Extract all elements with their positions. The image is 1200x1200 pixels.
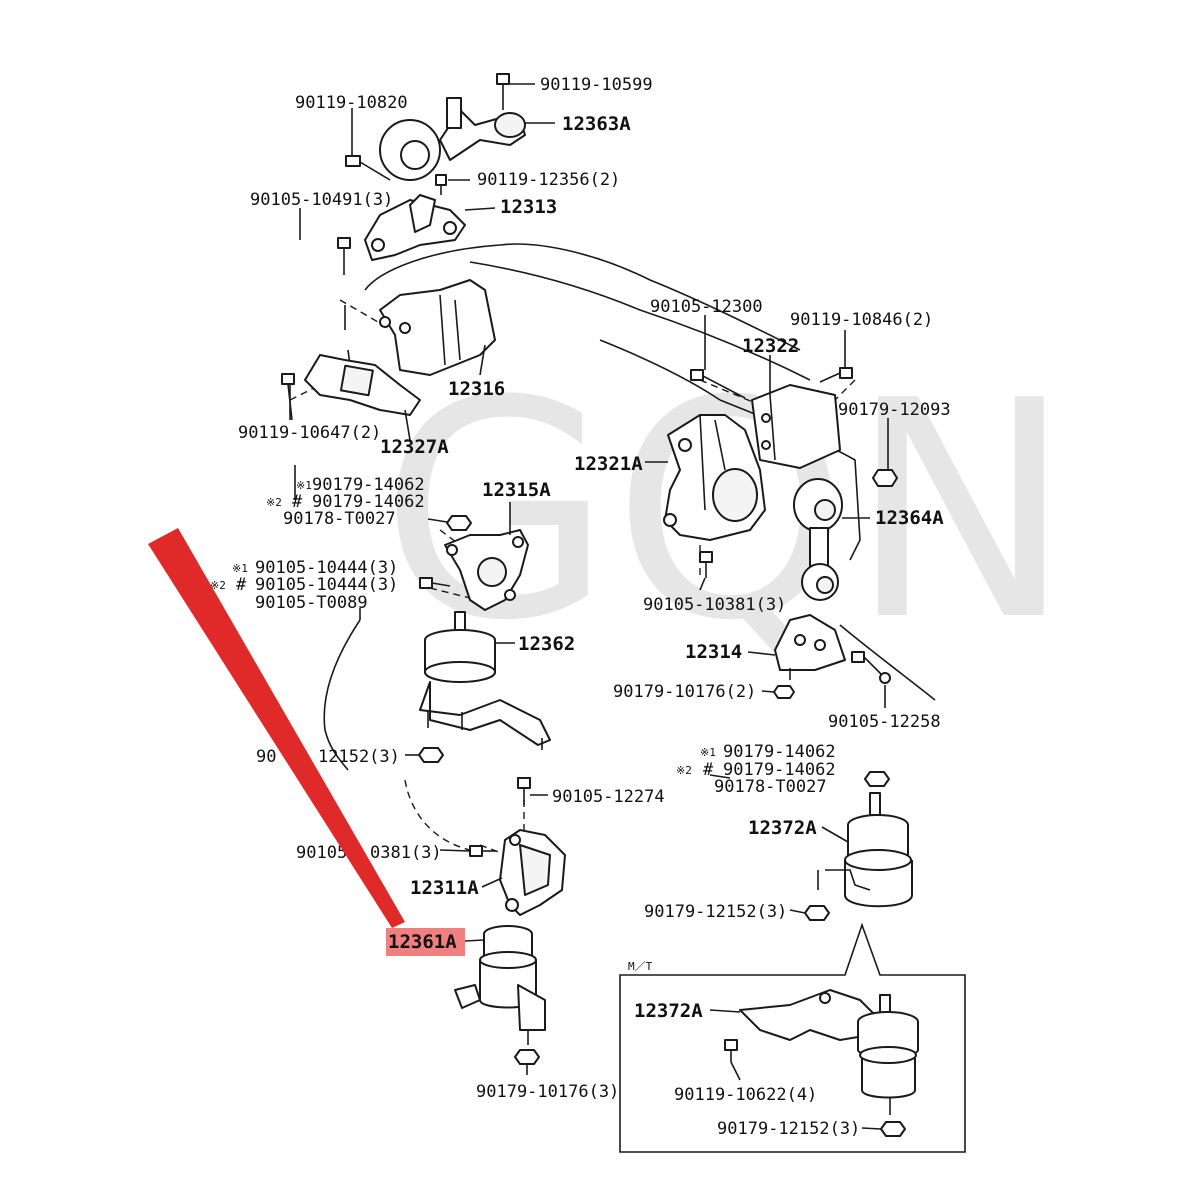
bolt-90119-10599 xyxy=(496,73,510,110)
label-s2-90105-10444: 90105-10444(3) xyxy=(255,575,398,595)
label-90105-t0089: 90105-T0089 xyxy=(255,593,368,613)
marker-hash-b: # xyxy=(236,575,247,595)
mt-inset-box: M／T xyxy=(619,922,966,1153)
label-90179-12152-a: 12152(3) xyxy=(318,747,400,767)
label-90119-10599: 90119-10599 xyxy=(540,75,653,95)
label-12363a: 12363A xyxy=(562,113,631,135)
marker-hash-c: # xyxy=(703,760,714,780)
label-12314: 12314 xyxy=(685,641,742,663)
label-90119-10820: 90119-10820 xyxy=(295,93,408,113)
label-12316: 12316 xyxy=(448,378,505,400)
bolt-90105-10491 xyxy=(337,237,351,275)
part-12362 xyxy=(419,611,551,750)
leader-lines xyxy=(289,83,889,1130)
bolt-90119-10622 xyxy=(724,1039,738,1062)
bolt-90105-12258 xyxy=(851,651,891,684)
bolt-90119-10846 xyxy=(819,367,853,383)
label-12322: 12322 xyxy=(742,335,799,357)
label-90105-10381-b: 0381(3) xyxy=(370,843,442,863)
part-12372a xyxy=(817,792,913,908)
label-12362: 12362 xyxy=(518,633,575,655)
nut-90179-10176-b xyxy=(514,1049,540,1065)
label-s2-90179-14062-b: 90179-14062 xyxy=(723,760,836,780)
part-12314 xyxy=(774,614,846,680)
label-12372a: 12372A xyxy=(748,817,817,839)
marker-s1-c: ※1 xyxy=(700,746,716,759)
label-90178-t0027-b: 90178-T0027 xyxy=(714,777,827,797)
red-pointer-arrow xyxy=(148,528,405,928)
nut-90179-12152-b xyxy=(804,905,830,921)
bolt-90119-10647 xyxy=(281,373,295,421)
label-s1-90105-10444: 90105-10444(3) xyxy=(255,558,398,578)
label-s1-90179-14062: 90179-14062 xyxy=(312,475,425,495)
highlight-box xyxy=(386,928,465,956)
bolt-90105-10381-b xyxy=(469,845,496,857)
label-90178-t0027: 90178-T0027 xyxy=(283,509,396,529)
bolt-90105-10381-a xyxy=(699,551,713,578)
label-90179-12093: 90179-12093 xyxy=(838,400,951,420)
part-12321a xyxy=(663,414,766,541)
nut-90179-10176-a xyxy=(773,685,795,699)
label-90179-12152-b: 90179-12152(3) xyxy=(644,902,787,922)
nut-90179-14062-a xyxy=(446,515,472,531)
label-s2-90179-14062: 90179-14062 xyxy=(312,492,425,512)
label-s1-90179-14062-b: 90179-14062 xyxy=(723,742,836,762)
bolt-90105-12274 xyxy=(517,777,531,805)
label-90105-12258: 90105-12258 xyxy=(828,712,941,732)
bolt-90105-12300 xyxy=(690,369,746,399)
label-12361a: 12361A xyxy=(388,931,457,953)
nut-90179-12152-c xyxy=(880,1121,906,1137)
marker-s1-a: ※1 xyxy=(296,479,312,492)
marker-hash-a: # xyxy=(292,492,303,512)
part-12315a xyxy=(444,529,529,611)
marker-s1-b: ※1 xyxy=(232,562,248,575)
label-12313: 12313 xyxy=(500,196,557,218)
mt-tag: M／T xyxy=(628,960,653,973)
label-90179-10176-b: 90179-10176(3) xyxy=(476,1082,619,1102)
part-12361a xyxy=(454,925,546,1045)
label-90119-10647: 90119-10647(2) xyxy=(238,423,381,443)
nut-90179-14062-b xyxy=(864,771,890,787)
label-90105-12300: 90105-12300 xyxy=(650,297,763,317)
part-12313 xyxy=(364,194,466,261)
marker-s2-c: ※2 xyxy=(676,764,692,777)
label-12327a: 12327A xyxy=(380,436,449,458)
label-90179-12152-c: 90179-12152(3) xyxy=(717,1119,860,1139)
nut-90179-12093 xyxy=(872,469,898,487)
label-90179-12152-a-prefix: 90 xyxy=(256,747,276,767)
part-12327a xyxy=(304,354,421,416)
part-labels: 90119-10599 90119-10820 12363A 90119-123… xyxy=(210,75,951,1139)
bolt-90119-10820 xyxy=(345,155,391,181)
part-12363a xyxy=(379,97,526,181)
label-90119-12356: 90119-12356(2) xyxy=(477,170,620,190)
part-12372a-mt xyxy=(739,989,919,1115)
label-90105-12274: 90105-12274 xyxy=(552,787,665,807)
nut-90179-12152-a xyxy=(418,747,444,763)
label-12372a-mt: 12372A xyxy=(634,1000,703,1022)
label-12311a: 12311A xyxy=(410,877,479,899)
label-90105-10381-b-prefix: 90105 xyxy=(296,843,347,863)
label-12364a: 12364A xyxy=(875,507,944,529)
label-90119-10846: 90119-10846(2) xyxy=(790,310,933,330)
label-90105-10491: 90105-10491(3) xyxy=(250,190,393,210)
part-12311a xyxy=(499,829,566,916)
label-90105-10381-a: 90105-10381(3) xyxy=(643,595,786,615)
part-12364a xyxy=(793,478,843,601)
bolt-90105-10444 xyxy=(419,577,451,589)
bolt-90119-12356 xyxy=(435,174,447,195)
label-12315a: 12315A xyxy=(482,479,551,501)
label-90119-10622: 90119-10622(4) xyxy=(674,1085,817,1105)
engine-outline xyxy=(289,243,936,861)
label-12321a: 12321A xyxy=(574,453,643,475)
part-12316 xyxy=(379,279,496,376)
part-12322 xyxy=(751,384,841,469)
label-90179-10176-a: 90179-10176(2) xyxy=(613,682,756,702)
marker-s2-b: ※2 xyxy=(210,579,226,592)
marker-s2-a: ※2 xyxy=(266,496,282,509)
